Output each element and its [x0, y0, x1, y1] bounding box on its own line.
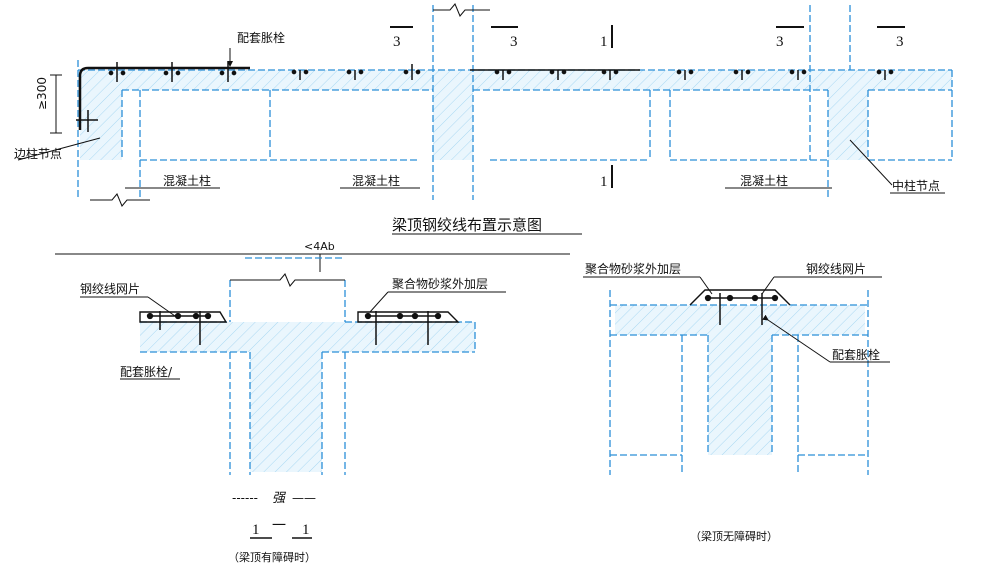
- section-mark-3b: 3: [510, 34, 518, 50]
- labels: 配套胀栓 ≥300 边柱节点 混凝土柱 混凝土柱 混凝土柱 中柱节点 3 3 3…: [14, 30, 940, 564]
- left-polymer-label: 聚合物砂浆外加层: [392, 276, 488, 291]
- edge-node-label: 边柱节点: [14, 146, 62, 161]
- column-label-2: 混凝土柱: [352, 173, 400, 188]
- top-anchor-label: 配套胀栓: [237, 30, 285, 45]
- section-word: 强: [272, 491, 286, 506]
- section-mark-1a: 1: [600, 34, 608, 50]
- right-strand-mesh-label: 钢绞线网片: [806, 261, 866, 276]
- section-mark-1b: 1: [600, 174, 608, 190]
- right-anchor-label: 配套胀栓: [832, 347, 880, 362]
- right-caption: （梁顶无障碍时）: [690, 529, 778, 543]
- svg-text:——: ——: [292, 491, 316, 505]
- section-mark-3d: 3: [896, 34, 904, 50]
- right-polymer-label: 聚合物砂浆外加层: [585, 261, 681, 276]
- column-label-1: 混凝土柱: [163, 173, 211, 188]
- section-mark-3a: 3: [393, 34, 401, 50]
- mid-node-label: 中柱节点: [892, 178, 940, 193]
- section-num-b: 1: [302, 522, 310, 538]
- column-label-3: 混凝土柱: [740, 173, 788, 188]
- header-mark: <4Ab: [304, 240, 335, 253]
- left-caption: （梁顶有障碍时）: [228, 550, 316, 564]
- dimension-label: ≥300: [35, 77, 49, 110]
- section-num-a: 1: [252, 522, 260, 538]
- left-strand-mesh-label: 钢绞线网片: [80, 281, 140, 296]
- section-mark-3c: 3: [776, 34, 784, 50]
- left-anchor-label: 配套胀栓/: [120, 364, 173, 379]
- right-detail: [583, 276, 890, 475]
- section-dash: 一: [272, 518, 286, 534]
- svg-text:------: ------: [232, 491, 258, 505]
- left-detail: [55, 253, 570, 539]
- drawing-title: 梁顶钢绞线布置示意图: [392, 216, 542, 234]
- top-elevation: [17, 3, 953, 207]
